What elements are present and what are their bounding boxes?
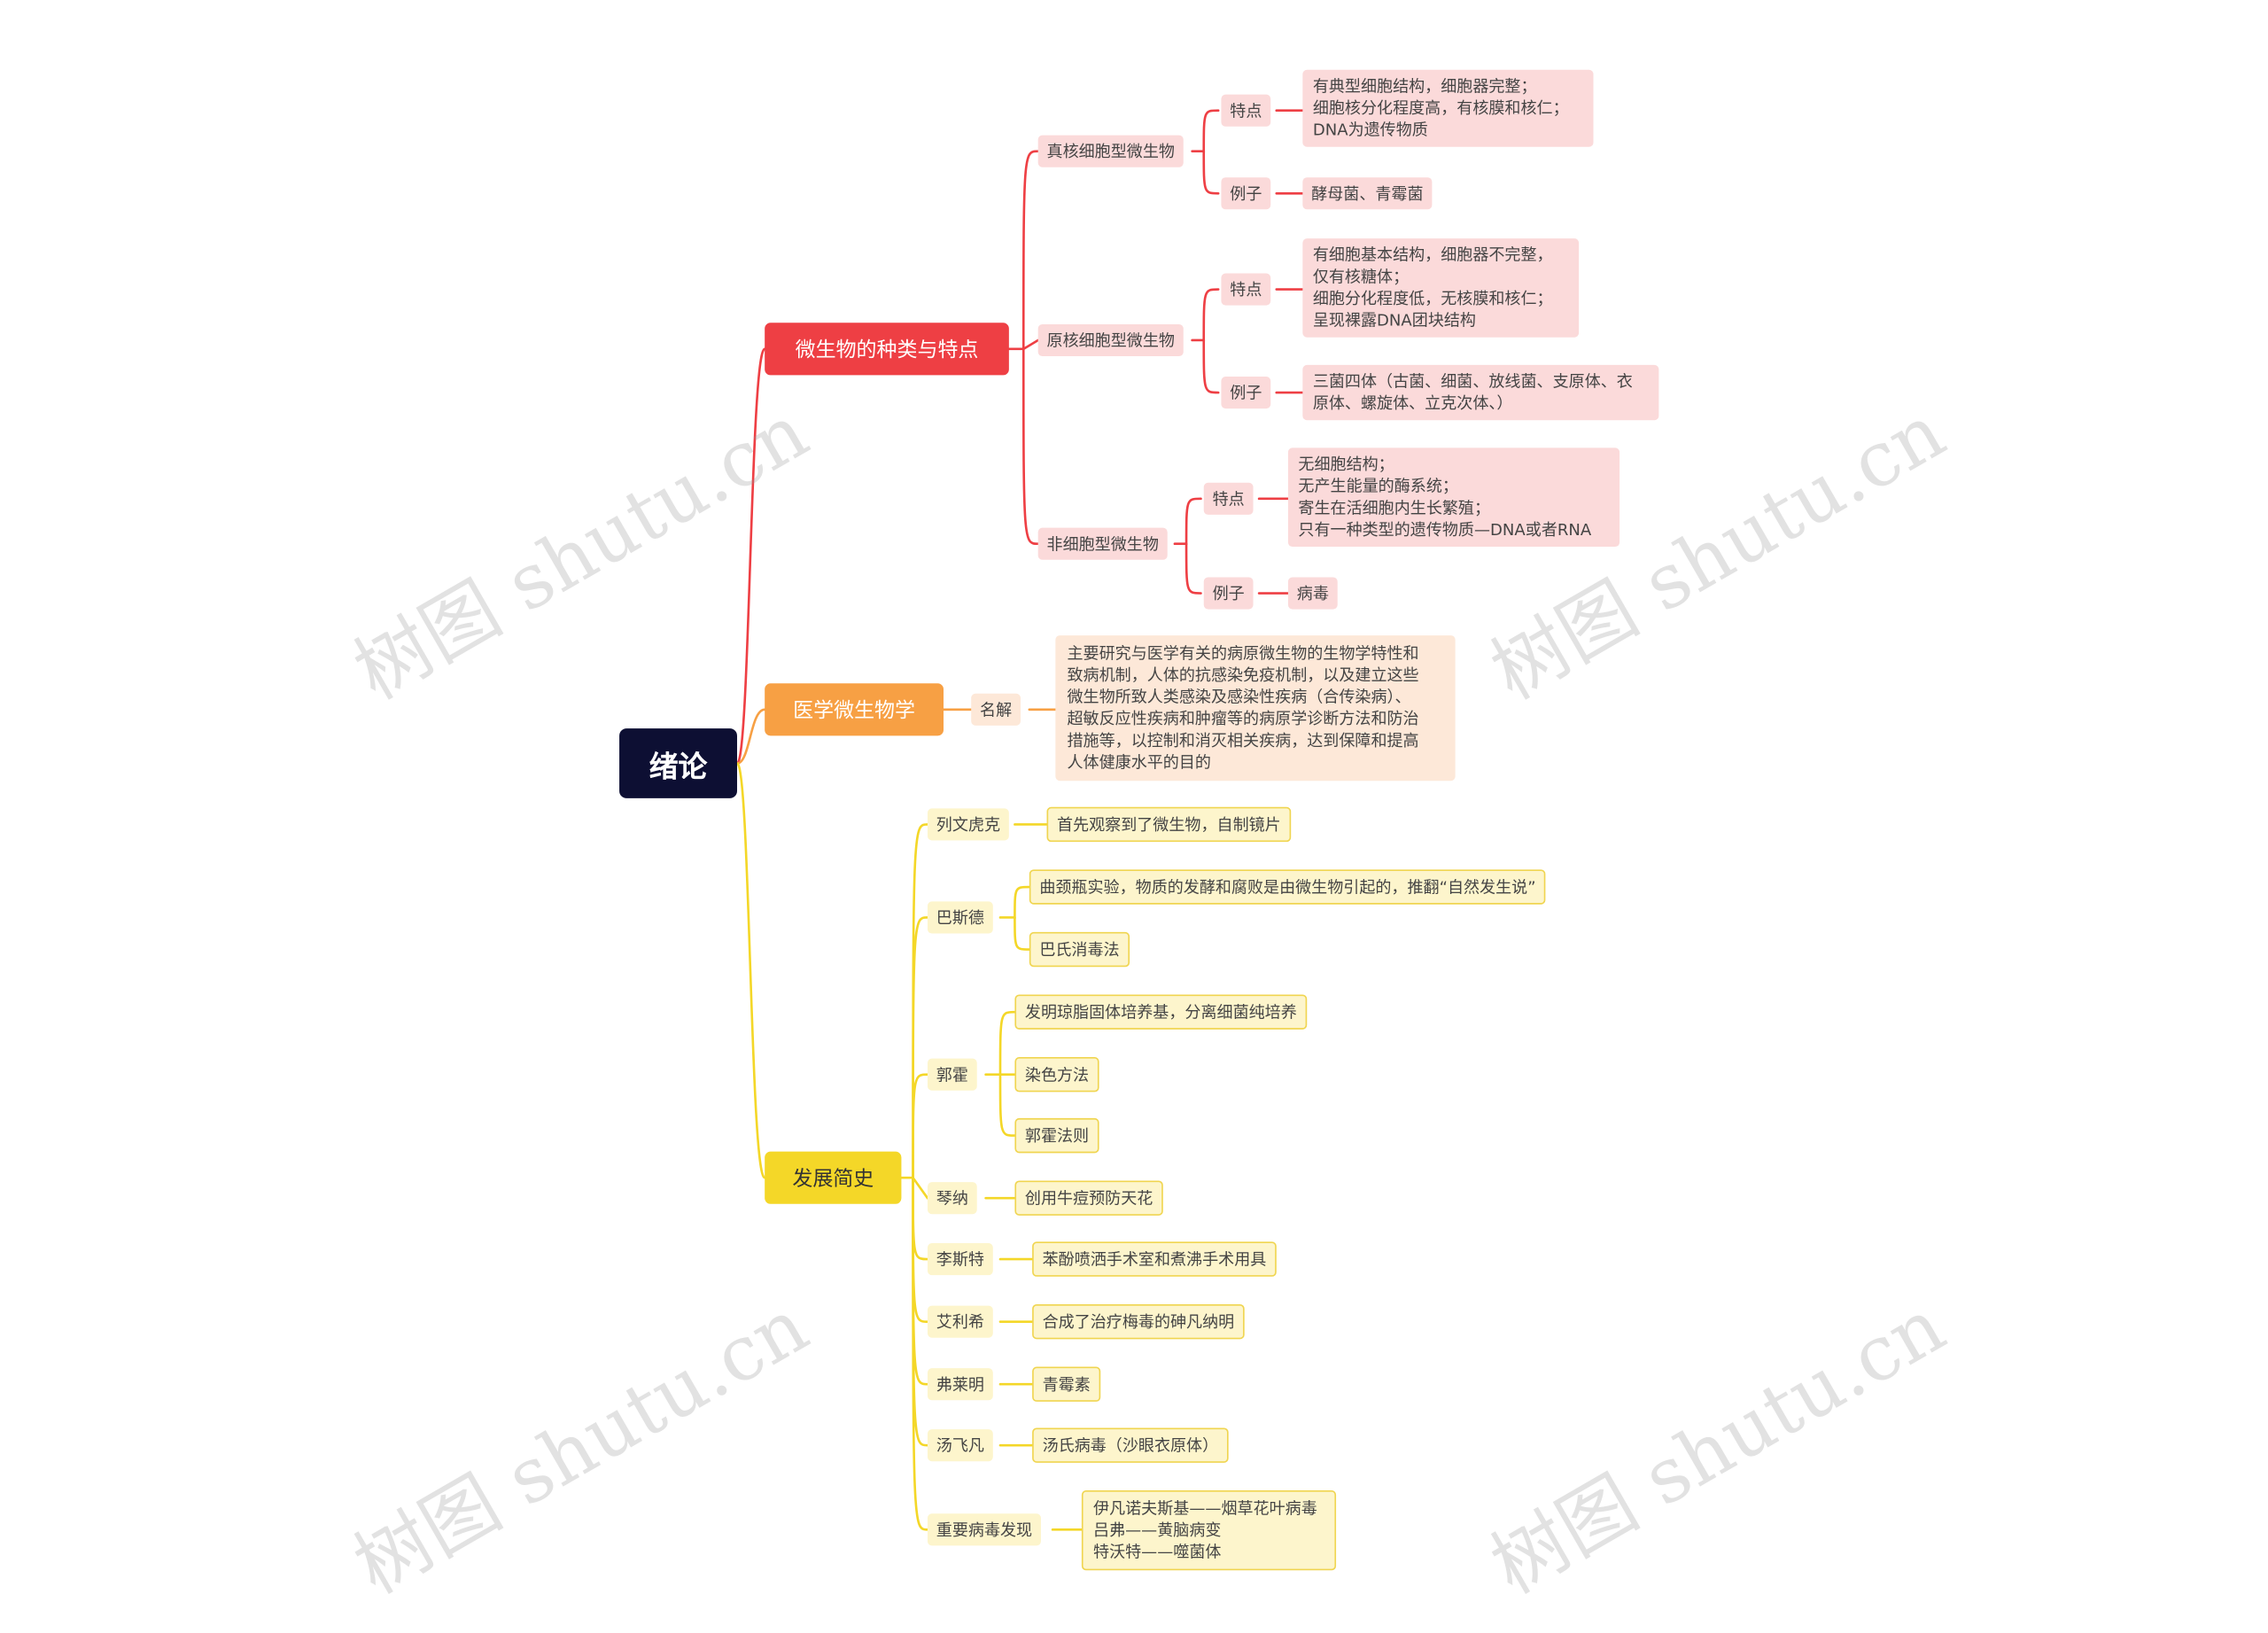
node-acellular-feature[interactable]: 无细胞结构； 无产生能量的酶系统； 寄生在活细胞内生长繁殖； 只有一种类型的遗传… <box>1287 447 1620 548</box>
node-acellular-feature-label[interactable]: 特点 <box>1203 482 1254 515</box>
root-node[interactable]: 绪论 <box>619 728 737 798</box>
node-eukaryotic[interactable]: 真核细胞型微生物 <box>1037 135 1184 167</box>
branch-history[interactable]: 发展简史 <box>765 1151 902 1204</box>
pasteur-item-1[interactable]: 曲颈瓶实验，物质的发酵和腐败是由微生物引起的，推翻“自然发生说” <box>1029 869 1547 905</box>
node-eukaryotic-example[interactable]: 酵母菌、青霉菌 <box>1302 177 1433 210</box>
node-eukaryotic-feature-label[interactable]: 特点 <box>1221 94 1271 127</box>
person-pasteur[interactable]: 巴斯德 <box>927 901 993 934</box>
node-prokaryotic-example-label[interactable]: 例子 <box>1221 377 1271 409</box>
person-tang[interactable]: 汤飞凡 <box>927 1429 993 1462</box>
koch-item-1[interactable]: 发明琼脂固体培养基，分离细菌纯培养 <box>1014 994 1308 1030</box>
person-fleming[interactable]: 弗莱明 <box>927 1368 993 1401</box>
virus-item-1[interactable]: 伊凡诺夫斯基——烟草花叶病毒 吕弗——黄脑病变 特沃特——噬菌体 <box>1081 1490 1337 1571</box>
node-eukaryotic-example-label[interactable]: 例子 <box>1221 177 1271 210</box>
person-ehrlich[interactable]: 艾利希 <box>927 1305 993 1338</box>
koch-item-3[interactable]: 郭霍法则 <box>1014 1117 1099 1154</box>
lister-item-1[interactable]: 苯酚喷洒手术室和煮沸手术用具 <box>1032 1241 1277 1277</box>
node-virus-discovery[interactable]: 重要病毒发现 <box>927 1513 1041 1546</box>
person-koch[interactable]: 郭霍 <box>927 1058 977 1091</box>
node-prokaryotic-example[interactable]: 三菌四体（古菌、细菌、放线菌、支原体、衣 原体、螺旋体、立克次体、） <box>1302 364 1659 421</box>
pasteur-item-2[interactable]: 巴氏消毒法 <box>1029 931 1130 968</box>
jenner-item-1[interactable]: 创用牛痘预防天花 <box>1014 1180 1163 1216</box>
node-acellular[interactable]: 非细胞型微生物 <box>1037 527 1168 560</box>
node-prokaryotic[interactable]: 原核细胞型微生物 <box>1037 323 1184 357</box>
branch-microbe-types[interactable]: 微生物的种类与特点 <box>765 323 1009 376</box>
leeuwenhoek-item-1[interactable]: 首先观察到了微生物，自制镜片 <box>1046 806 1292 843</box>
node-definition[interactable]: 主要研究与医学有关的病原微生物的生物学特性和 致病机制，人体的抗感染免疫机制，以… <box>1055 635 1456 782</box>
person-lister[interactable]: 李斯特 <box>927 1243 993 1276</box>
node-prokaryotic-feature[interactable]: 有细胞基本结构，细胞器不完整， 仅有核糖体； 细胞分化程度低，无核膜和核仁； 呈… <box>1302 238 1580 338</box>
node-term-label[interactable]: 名解 <box>971 693 1021 726</box>
node-eukaryotic-feature[interactable]: 有典型细胞结构，细胞器完整； 细胞核分化程度高，有核膜和核仁； DNA为遗传物质 <box>1302 69 1594 147</box>
branch-medical-microbiology[interactable]: 医学微生物学 <box>765 683 944 736</box>
fleming-item-1[interactable]: 青霉素 <box>1032 1366 1101 1402</box>
node-acellular-example[interactable]: 病毒 <box>1287 577 1338 610</box>
person-jenner[interactable]: 琴纳 <box>927 1182 977 1215</box>
node-acellular-example-label[interactable]: 例子 <box>1203 577 1254 610</box>
tang-item-1[interactable]: 汤氏病毒（沙眼衣原体） <box>1032 1427 1229 1463</box>
person-leeuwenhoek[interactable]: 列文虎克 <box>927 808 1009 841</box>
koch-item-2[interactable]: 染色方法 <box>1014 1057 1099 1093</box>
ehrlich-item-1[interactable]: 合成了治疗梅毒的砷凡纳明 <box>1032 1303 1245 1340</box>
node-prokaryotic-feature-label[interactable]: 特点 <box>1221 273 1271 306</box>
